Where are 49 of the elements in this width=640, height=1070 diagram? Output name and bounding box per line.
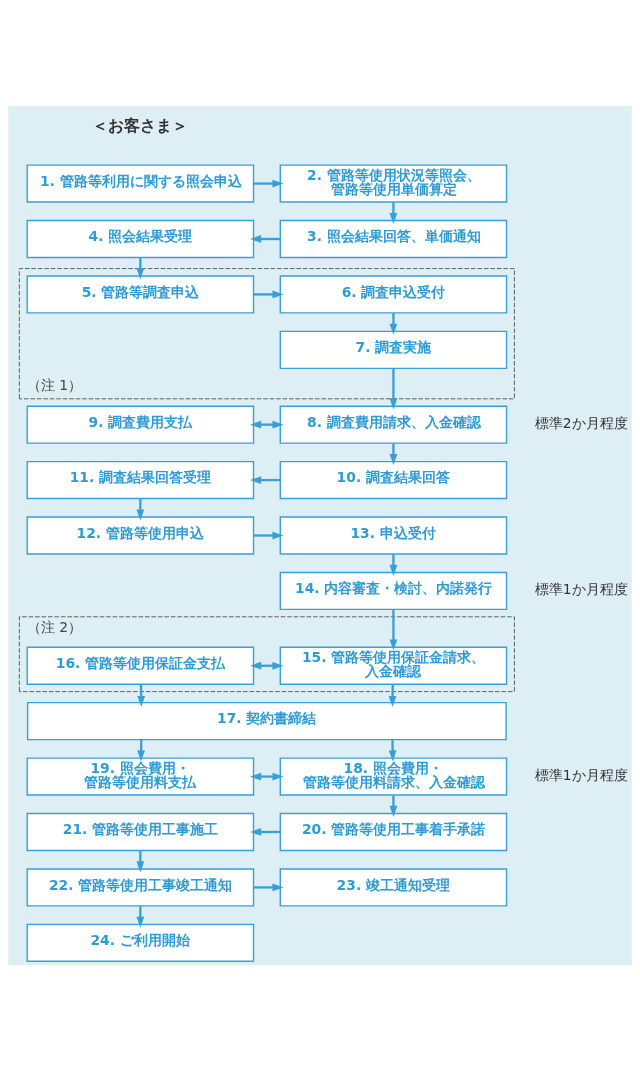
node-box: 5. 管路等調査申込 [26, 274, 255, 314]
arrow [389, 794, 398, 817]
label: 標準2か月程度 [534, 414, 628, 431]
node-box: 7. 調査実施 [279, 330, 508, 369]
node-box: 2. 管路等使用状況等照会、管路等使用単価算定 [279, 163, 508, 203]
node-box: 6. 調査申込受付 [279, 274, 508, 314]
arrow [389, 312, 398, 335]
arrow [388, 683, 397, 707]
arrow [250, 772, 284, 780]
node-box: 3. 照会結果回答、単価通知 [279, 219, 508, 258]
node-box: 18. 照会費用・管路等使用料請求、入金確認 [279, 756, 508, 796]
node-box: 12. 管路等使用申込 [26, 515, 255, 555]
node-box: 15. 管路等使用保証金請求、入金確認 [279, 646, 508, 685]
arrow [253, 179, 284, 187]
node-box: 14. 内容審査・検討、内諾発行 [279, 571, 508, 610]
label: ＜お客さま＞ [92, 115, 189, 135]
node-box: 21. 管路等使用工事施工 [26, 812, 255, 851]
label: 標準1か月程度 [534, 580, 628, 597]
node-box: 4. 照会結果受理 [26, 219, 255, 258]
node-box: 10. 調査結果回答 [279, 460, 508, 499]
node-box: 20. 管路等使用工事着手承諾 [279, 812, 508, 851]
arrow [136, 850, 145, 872]
arrow [136, 498, 145, 520]
arrow [389, 367, 398, 409]
node-box: 17. 契約書締結 [26, 701, 507, 740]
arrow [389, 201, 398, 224]
arrow [136, 905, 145, 928]
node-box: 13. 申込受付 [279, 515, 508, 555]
arrow [250, 475, 281, 484]
node-box: 24. ご利用開始 [26, 923, 255, 962]
arrow [250, 234, 281, 243]
node-box: 22. 管路等使用工事竣工通知 [26, 867, 255, 907]
arrow [250, 827, 281, 836]
arrow [253, 290, 284, 298]
node-box: 11. 調査結果回答受理 [26, 460, 255, 499]
arrow [136, 257, 145, 279]
node-box: 23. 竣工通知受理 [279, 867, 508, 907]
arrow [389, 442, 398, 465]
node-box: 9. 調査費用支払 [26, 405, 255, 444]
node-box: 16. 管路等使用保証金支払 [26, 646, 255, 685]
arrow [253, 531, 284, 539]
node-box: 19. 照会費用・管路等使用料支払 [26, 756, 255, 796]
node-box: 8. 調査費用請求、入金確認 [279, 405, 508, 444]
arrow [389, 609, 398, 651]
arrow [389, 553, 398, 576]
node-box: 1. 管路等利用に関する照会申込 [26, 163, 255, 203]
arrow [388, 738, 397, 761]
label: 標準1か月程度 [534, 766, 628, 783]
arrow [253, 883, 284, 891]
